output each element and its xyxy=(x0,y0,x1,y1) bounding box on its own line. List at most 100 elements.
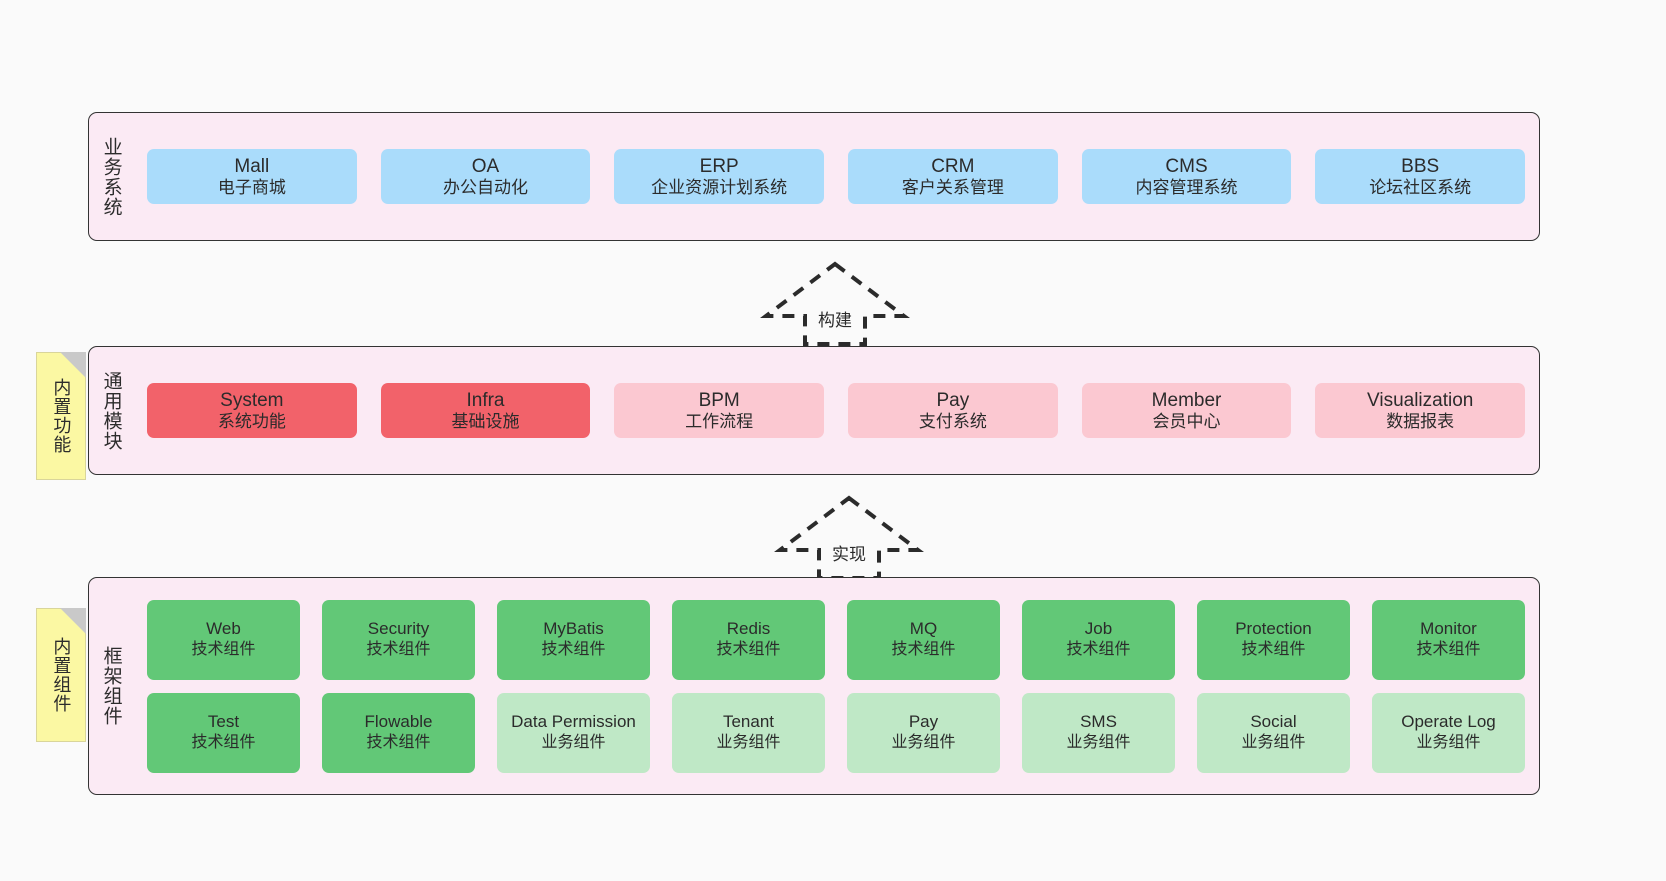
card-sms[interactable]: SMS 业务组件 xyxy=(1022,692,1175,773)
card-redis[interactable]: Redis 技术组件 xyxy=(672,599,825,680)
card-bbs-cn: 论坛社区系统 xyxy=(1369,177,1472,197)
layer-title-framework: 框架组件 xyxy=(100,646,122,726)
card-monitor-en: Monitor xyxy=(1420,619,1477,639)
note-tab-builtin-component: 内置组件 xyxy=(36,608,86,742)
note-tab-builtin-function: 内置功能 xyxy=(36,352,86,480)
business-card-row: Mall 电子商城 OA 办公自动化 ERP 企业资源计划系统 CRM 客户关系… xyxy=(147,148,1526,205)
card-oa-cn: 办公自动化 xyxy=(443,177,528,197)
layer-common-module: 通用模块 System 系统功能 Infra 基础设施 BPM 工作流程 Pay… xyxy=(88,346,1540,475)
layer-title-business: 业务系统 xyxy=(100,136,122,217)
card-mybatis[interactable]: MyBatis 技术组件 xyxy=(497,599,650,680)
note-tab-builtin-component-label: 内置组件 xyxy=(51,637,72,713)
card-oa[interactable]: OA 办公自动化 xyxy=(380,148,591,205)
arrow-build: 构建 xyxy=(752,258,918,350)
card-erp-en: ERP xyxy=(699,155,739,177)
card-test-cn: 技术组件 xyxy=(191,734,256,752)
card-security-en: Security xyxy=(367,619,430,639)
card-flowable[interactable]: Flowable 技术组件 xyxy=(322,692,475,773)
card-mall-en: Mall xyxy=(234,155,270,177)
arrow-build-label: 构建 xyxy=(818,311,852,330)
card-oa-en: OA xyxy=(471,155,500,177)
card-redis-en: Redis xyxy=(726,619,771,639)
card-system-cn: 系统功能 xyxy=(217,411,286,431)
card-crm[interactable]: CRM 客户关系管理 xyxy=(848,148,1058,205)
card-pay-component[interactable]: Pay 业务组件 xyxy=(847,692,1000,773)
card-crm-cn: 客户关系管理 xyxy=(901,177,1004,197)
card-pay[interactable]: Pay 支付系统 xyxy=(848,382,1058,439)
card-cms[interactable]: CMS 内容管理系统 xyxy=(1081,148,1292,205)
card-bbs-en: BBS xyxy=(1401,155,1440,177)
card-cms-en: CMS xyxy=(1165,155,1208,177)
arrow-implement-label: 实现 xyxy=(832,545,866,564)
card-system-en: System xyxy=(220,389,284,411)
card-mall[interactable]: Mall 电子商城 xyxy=(147,148,357,205)
card-security-cn: 技术组件 xyxy=(366,641,431,659)
card-social-en: Social xyxy=(1250,712,1297,732)
card-monitor[interactable]: Monitor 技术组件 xyxy=(1372,599,1525,680)
framework-row-1: Web 技术组件 Security 技术组件 MyBatis 技术组件 Redi… xyxy=(147,599,1525,680)
card-job-cn: 技术组件 xyxy=(1066,641,1131,659)
note-tab-builtin-function-label: 内置功能 xyxy=(51,378,72,454)
card-tenant[interactable]: Tenant 业务组件 xyxy=(672,692,825,773)
card-tenant-cn: 业务组件 xyxy=(716,734,781,752)
card-pay-cn: 支付系统 xyxy=(918,411,987,431)
card-bpm-en: BPM xyxy=(698,389,740,411)
card-job[interactable]: Job 技术组件 xyxy=(1022,599,1175,680)
layer-framework-component: 框架组件 Web 技术组件 Security 技术组件 MyBatis 技术组件… xyxy=(88,577,1540,795)
card-bbs[interactable]: BBS 论坛社区系统 xyxy=(1315,148,1526,205)
card-test[interactable]: Test 技术组件 xyxy=(147,692,300,773)
card-mybatis-en: MyBatis xyxy=(543,619,604,639)
card-cms-cn: 内容管理系统 xyxy=(1135,177,1238,197)
layer-business-system: 业务系统 Mall 电子商城 OA 办公自动化 ERP 企业资源计划系统 CRM… xyxy=(88,112,1540,241)
card-erp-cn: 企业资源计划系统 xyxy=(651,177,788,197)
card-mq-en: MQ xyxy=(909,619,938,639)
card-bpm[interactable]: BPM 工作流程 xyxy=(614,382,825,439)
card-pay-component-cn: 业务组件 xyxy=(891,734,956,752)
card-web-cn: 技术组件 xyxy=(191,641,256,659)
card-test-en: Test xyxy=(207,712,240,732)
card-security[interactable]: Security 技术组件 xyxy=(322,599,475,680)
card-visualization-cn: 数据报表 xyxy=(1386,411,1455,431)
card-mq-cn: 技术组件 xyxy=(891,641,956,659)
card-member[interactable]: Member 会员中心 xyxy=(1081,382,1292,439)
card-infra[interactable]: Infra 基础设施 xyxy=(380,382,591,439)
arrow-implement-shape xyxy=(774,495,924,580)
arrow-implement: 实现 xyxy=(766,492,932,584)
card-mybatis-cn: 技术组件 xyxy=(541,641,606,659)
card-job-en: Job xyxy=(1084,619,1113,639)
card-data-permission[interactable]: Data Permission 业务组件 xyxy=(497,692,650,773)
card-infra-en: Infra xyxy=(466,389,505,411)
card-protection[interactable]: Protection 技术组件 xyxy=(1197,599,1350,680)
page-fold-icon xyxy=(60,352,86,378)
card-operate-log-en: Operate Log xyxy=(1401,712,1496,732)
card-system[interactable]: System 系统功能 xyxy=(147,382,357,439)
card-pay-en: Pay xyxy=(936,389,970,411)
card-operate-log[interactable]: Operate Log 业务组件 xyxy=(1372,692,1525,773)
card-member-en: Member xyxy=(1151,389,1222,411)
layer-title-common: 通用模块 xyxy=(100,370,122,451)
card-mq[interactable]: MQ 技术组件 xyxy=(847,599,1000,680)
card-member-cn: 会员中心 xyxy=(1152,411,1221,431)
card-erp[interactable]: ERP 企业资源计划系统 xyxy=(614,148,825,205)
card-flowable-cn: 技术组件 xyxy=(366,734,431,752)
card-infra-cn: 基础设施 xyxy=(451,411,520,431)
card-web-en: Web xyxy=(206,619,241,639)
card-redis-cn: 技术组件 xyxy=(716,641,781,659)
card-pay-component-en: Pay xyxy=(908,712,939,732)
card-visualization-en: Visualization xyxy=(1367,389,1474,411)
card-tenant-en: Tenant xyxy=(722,712,775,732)
card-visualization[interactable]: Visualization 数据报表 xyxy=(1315,382,1526,439)
card-mall-cn: 电子商城 xyxy=(217,177,286,197)
card-web[interactable]: Web 技术组件 xyxy=(147,599,300,680)
card-bpm-cn: 工作流程 xyxy=(685,411,754,431)
card-protection-cn: 技术组件 xyxy=(1241,641,1306,659)
framework-row-2: Test 技术组件 Flowable 技术组件 Data Permission … xyxy=(147,692,1525,773)
card-data-permission-en: Data Permission xyxy=(511,712,636,732)
card-social[interactable]: Social 业务组件 xyxy=(1197,692,1350,773)
card-protection-en: Protection xyxy=(1235,619,1312,639)
card-crm-en: CRM xyxy=(931,155,975,177)
common-card-row: System 系统功能 Infra 基础设施 BPM 工作流程 Pay 支付系统… xyxy=(147,382,1526,439)
card-social-cn: 业务组件 xyxy=(1241,734,1306,752)
card-data-permission-cn: 业务组件 xyxy=(541,734,606,752)
